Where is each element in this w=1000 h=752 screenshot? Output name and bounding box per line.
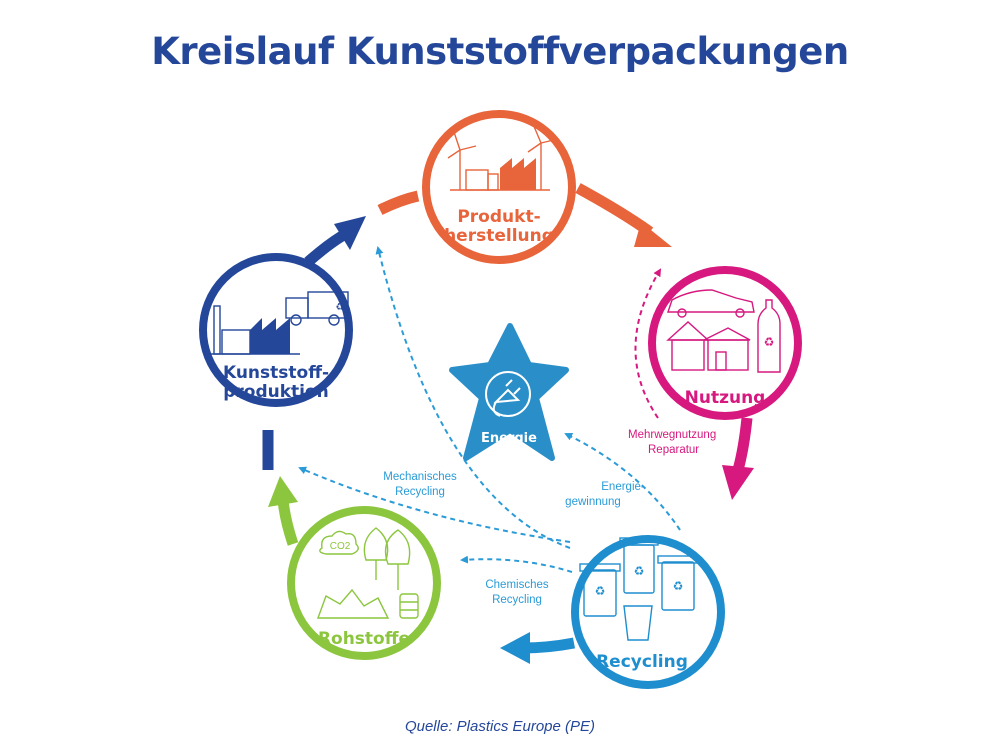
svg-text:♻: ♻	[764, 335, 775, 349]
flow-label-energiegewinnung-2: gewinnung	[565, 496, 621, 508]
node-produktherstellung: Produkt- herstellung	[422, 110, 576, 264]
dashed-flow-mechanisches-recycling	[298, 246, 571, 549]
node-recycling: ♻ ♻ ♻ Recycling	[571, 535, 725, 689]
svg-text:♻: ♻	[336, 302, 345, 313]
node-label-kunststoffproduktion-2: produktion	[223, 382, 329, 402]
flow-label-mechanisches-1: Mechanisches	[383, 471, 457, 483]
flow-label-mechanisches-2: Recycling	[395, 486, 445, 498]
node-label-recycling: Recycling	[596, 652, 688, 672]
arrow-kunststoffproduktion-to-produktherstellung	[262, 190, 420, 470]
recycling-bins-icon: ♻ ♻ ♻	[579, 537, 699, 641]
factory-wind-turbines-icon	[447, 123, 559, 191]
page-title: Kreislauf Kunststoffverpackungen	[151, 30, 849, 73]
svg-text:CO2: CO2	[330, 541, 351, 552]
source-credit: Quelle: Plastics Europe (PE)	[404, 718, 596, 735]
flow-label-mehrweg-1: Mehrwegnutzung	[628, 429, 716, 441]
node-label-produktherstellung-1: Produkt-	[457, 207, 540, 227]
arrow-produktion-to-nutzung	[575, 183, 672, 247]
flow-label-chemisches-2: Recycling	[492, 594, 542, 606]
co2-trees-barrels-icon: CO2	[317, 527, 419, 619]
dashed-flow-energiegewinnung	[564, 433, 681, 531]
node-kunststoffproduktion: ♻ Kunststoff- produktion	[199, 253, 353, 407]
node-label-rohstoffe: Rohstoffe	[318, 629, 410, 649]
energie-star: Energie	[449, 323, 569, 461]
car-house-bottle-icon: ♻	[666, 289, 781, 373]
node-nutzung: ♻ Nutzung	[648, 266, 802, 420]
node-label-nutzung: Nutzung	[685, 388, 766, 408]
svg-text:♻: ♻	[634, 564, 645, 578]
node-label-produktherstellung-2: herstellung	[444, 226, 554, 246]
node-label-kunststoffproduktion-1: Kunststoff-	[223, 363, 329, 383]
flow-label-chemisches-1: Chemisches	[485, 579, 549, 591]
svg-text:♻: ♻	[595, 584, 606, 598]
energy-plug-icon	[485, 371, 531, 417]
flow-label-mehrweg-2: Reparatur	[648, 444, 699, 456]
arrow-recycling-to-rohstoffe	[500, 632, 576, 664]
svg-text:♻: ♻	[673, 579, 684, 593]
arrow-rohstoffe-to-kunststoffproduktion	[268, 476, 299, 546]
energie-label: Energie	[481, 431, 537, 446]
dashed-flow-mehrweg	[634, 268, 662, 419]
arrow-nutzung-to-recycling	[722, 417, 754, 500]
dashed-flow-chemisches-recycling	[460, 555, 573, 573]
flow-label-energiegewinnung-1: Energie-	[601, 481, 645, 493]
factory-truck-icon: ♻	[208, 291, 349, 355]
node-rohstoffe: CO2 Rohstoffe	[287, 506, 441, 660]
